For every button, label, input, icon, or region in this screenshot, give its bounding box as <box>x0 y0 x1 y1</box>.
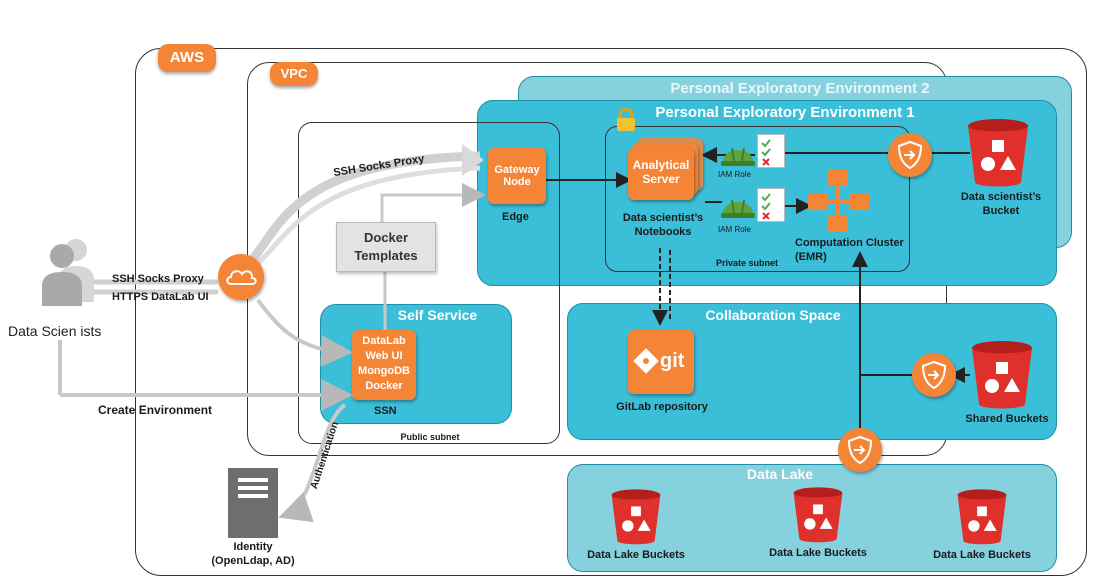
ssn-line2: Web UI <box>365 350 403 362</box>
ds-bucket-line1: Data scientist’s <box>960 191 1042 203</box>
aws-tag: AWS <box>158 44 216 72</box>
cluster-line1: Computation Cluster <box>795 237 904 249</box>
ssn-line3: MongoDB <box>358 365 410 377</box>
analytical-line2: Server <box>642 172 680 186</box>
ssn-line4: Docker <box>365 380 403 392</box>
datalake-bucket-label: Data Lake Buckets <box>933 549 1031 561</box>
iam-helmet-icon-2 <box>720 188 756 222</box>
gateway-shield-icon <box>888 133 932 177</box>
docker-line1: Docker <box>363 230 409 245</box>
git-box: git <box>628 330 694 394</box>
aws-frame <box>135 48 1087 576</box>
datalake-bucket-icon <box>610 488 662 546</box>
private-subnet-label: Private subnet <box>715 258 779 268</box>
docker-templates-box: Docker Templates <box>336 222 436 272</box>
gitlab-label: GitLab repository <box>616 401 708 413</box>
datalake-bucket-label: Data Lake Buckets <box>769 547 867 559</box>
iam-role-label-2: IAM Role <box>718 225 751 234</box>
vpc-tag: VPC <box>270 62 318 86</box>
shared-shield-icon <box>912 353 956 397</box>
data-scientists-icon <box>38 236 100 308</box>
cluster-icon <box>806 168 872 234</box>
https-ui-label: HTTPS DataLab UI <box>112 291 209 303</box>
collaboration-title: Collaboration Space <box>705 307 841 323</box>
git-icon <box>633 348 659 374</box>
shared-buckets-label: Shared Buckets <box>965 413 1049 425</box>
cluster-line2: (EMR) <box>795 251 827 263</box>
ssh-proxy-left-label: SSH Socks Proxy <box>112 273 204 285</box>
ds-bucket-line2: Bucket <box>982 205 1020 217</box>
iam-helmet-icon <box>720 136 756 170</box>
datalake-shield-icon <box>838 428 882 472</box>
analytical-server: Analytical Server <box>628 148 694 200</box>
data-scientists-label: Data Scien ists <box>8 323 102 339</box>
create-environment-label: Create Environment <box>98 403 213 417</box>
self-service-title: Self Service <box>397 307 478 323</box>
gateway-line1: Gateway <box>494 164 540 176</box>
lock-icon <box>615 106 637 132</box>
ssn-box: DataLab Web UI MongoDB Docker <box>352 330 416 400</box>
identity-line1: Identity <box>233 541 273 553</box>
checklist-icon <box>757 134 785 168</box>
iam-role-label-1: IAM Role <box>718 170 751 179</box>
identity-line2: (OpenLdap, AD) <box>211 555 295 567</box>
edge-label: Edge <box>502 211 529 223</box>
data-lake-title: Data Lake <box>746 466 814 482</box>
gateway-node: Gateway Node <box>488 148 546 204</box>
docker-line2: Templates <box>354 248 418 263</box>
gateway-line2: Node <box>503 176 531 188</box>
public-subnet-frame <box>298 122 560 444</box>
public-subnet-label: Public subnet <box>400 432 460 442</box>
datalake-bucket-icon <box>956 488 1008 546</box>
datalake-bucket-label: Data Lake Buckets <box>587 549 685 561</box>
checklist-icon-2 <box>757 188 785 222</box>
identity-server-icon <box>228 468 278 538</box>
pee2-title: Personal Exploratory Environment 2 <box>670 80 930 97</box>
ssn-line1: DataLab <box>362 335 406 347</box>
notebooks-line1: Data scientist’s <box>622 212 704 224</box>
git-text: git <box>660 350 685 372</box>
datalake-bucket-icon <box>792 486 844 544</box>
cloud-icon <box>218 254 264 300</box>
pee1-title: Personal Exploratory Environment 1 <box>655 104 915 121</box>
shared-bucket-icon <box>970 340 1034 410</box>
ssn-label: SSN <box>374 405 397 417</box>
private-subnet-frame <box>605 126 910 272</box>
analytical-line1: Analytical <box>632 158 690 172</box>
ds-bucket-icon <box>966 118 1030 188</box>
notebooks-line2: Notebooks <box>634 226 692 238</box>
